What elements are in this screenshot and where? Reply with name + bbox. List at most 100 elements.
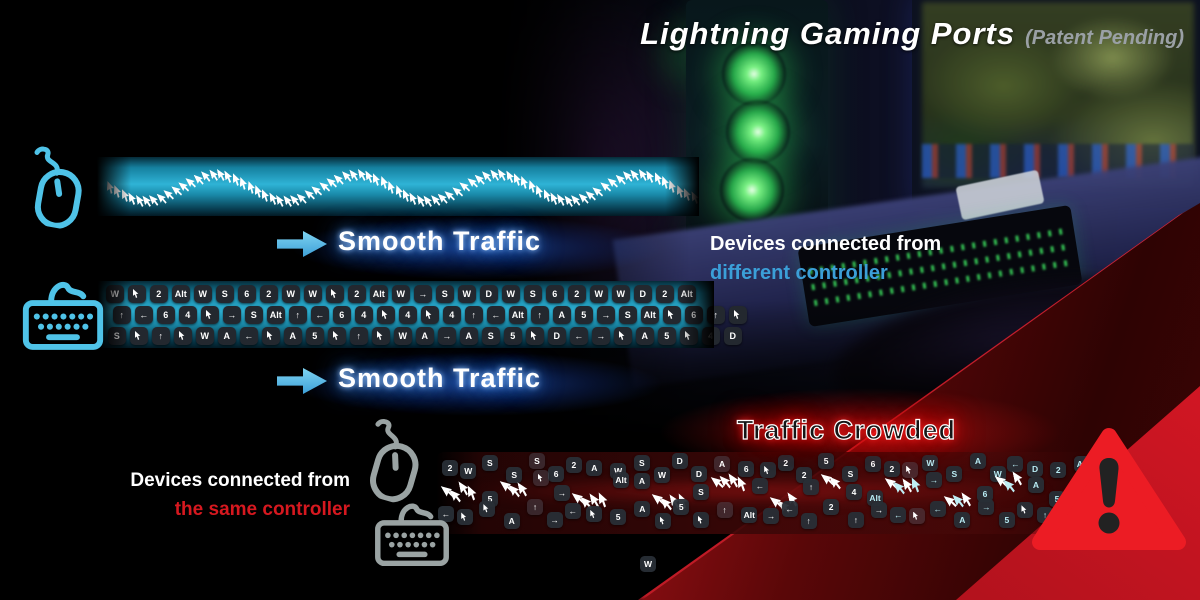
cursor-icon — [193, 170, 208, 187]
cursor-icon — [913, 511, 919, 520]
keycap-rows: W2AltWS62WW2AltW→SWDWS62WWD2Alt ↑←64→SAl… — [98, 285, 747, 348]
key-A: A — [416, 327, 434, 345]
mouse-icon — [34, 146, 82, 229]
key-D: D — [548, 327, 566, 345]
cursor-icon — [537, 473, 543, 482]
key-left: ← — [135, 306, 153, 324]
key-A: A — [284, 327, 302, 345]
key-W: W — [612, 285, 630, 303]
key-A: A — [460, 327, 478, 345]
key-W: W — [590, 285, 608, 303]
key-A: A — [634, 500, 651, 517]
key-4: 4 — [355, 306, 373, 324]
key-D: D — [634, 285, 652, 303]
key-cursor — [655, 512, 671, 529]
key-right: → — [592, 327, 610, 345]
key-left: ← — [570, 327, 588, 345]
cursor-icon — [733, 309, 740, 319]
key-W: W — [394, 327, 412, 345]
key-A: A — [1028, 476, 1044, 493]
cursor-icon — [326, 174, 341, 191]
key-6: 6 — [548, 465, 565, 482]
title-main: Lightning Gaming Ports — [640, 16, 1016, 51]
key-cursor — [130, 327, 148, 345]
key-6: 6 — [238, 285, 256, 303]
key-5: 5 — [673, 499, 690, 516]
key-5: 5 — [818, 453, 835, 470]
cursor-icon — [764, 465, 770, 475]
cursor-icon — [156, 189, 171, 206]
key-cursor — [456, 508, 473, 525]
key-2: 2 — [348, 285, 366, 303]
traffic-crowded-label: Traffic Crowded — [736, 414, 957, 445]
key-up: ↑ — [350, 327, 368, 345]
key-cursor — [663, 306, 681, 324]
key-up: ↑ — [465, 306, 483, 324]
key-6: 6 — [546, 285, 564, 303]
caption-line2: different controller — [710, 262, 888, 284]
smooth-traffic-label-1: Smooth Traffic — [338, 226, 542, 256]
key-5: 5 — [306, 327, 324, 345]
cursor-icon — [615, 170, 630, 187]
key-cursor — [526, 327, 544, 345]
key-4: 4 — [399, 306, 417, 324]
cursor-icon — [467, 174, 482, 191]
smooth-traffic-bar-mouse — [97, 157, 699, 216]
key-cursor — [262, 327, 280, 345]
key-up: ↑ — [716, 502, 733, 519]
key-D: D — [724, 327, 742, 345]
key-Alt: Alt — [613, 472, 629, 489]
key-2: 2 — [796, 466, 813, 483]
key-4: 4 — [443, 306, 461, 324]
key-right: → — [546, 511, 563, 528]
key-Alt: Alt — [641, 306, 659, 324]
key-right: → — [414, 285, 432, 303]
key-A: A — [586, 460, 603, 477]
key-6: 6 — [864, 456, 881, 473]
cursor-icon — [530, 330, 537, 340]
cursor-icon — [667, 309, 674, 319]
key-A: A — [636, 327, 654, 345]
smooth-traffic-bar-keyboard: W2AltWS62WW2AltW→SWDWS62WWD2Alt ↑←64→SAl… — [98, 281, 747, 348]
key-2: 2 — [568, 285, 586, 303]
key-cursor — [174, 327, 192, 345]
key-2: 2 — [656, 285, 674, 303]
key-W: W — [460, 462, 477, 479]
cursor-icon — [330, 288, 337, 298]
key-cursor — [377, 306, 395, 324]
cursor-icon — [332, 330, 339, 340]
title-suffix: (Patent Pending) — [1025, 27, 1184, 49]
key-W: W — [194, 285, 212, 303]
key-cursor — [328, 327, 346, 345]
key-right: → — [223, 306, 241, 324]
blue-glow — [292, 352, 662, 416]
key-up: ↑ — [526, 499, 543, 516]
key-S: S — [946, 466, 963, 483]
key-Alt: Alt — [867, 489, 883, 506]
key-5: 5 — [575, 306, 593, 324]
cursor-icon — [266, 330, 273, 340]
key-D: D — [480, 285, 498, 303]
key-cursor — [729, 306, 747, 324]
key-S: S — [245, 306, 263, 324]
key-A: A — [954, 512, 971, 529]
cursor-icon — [474, 170, 489, 187]
key-cursor — [614, 327, 632, 345]
key-Alt: Alt — [370, 285, 388, 303]
key-W: W — [458, 285, 476, 303]
key-6: 6 — [333, 306, 351, 324]
key-S: S — [524, 285, 542, 303]
key-2: 2 — [565, 456, 582, 473]
key-cursor — [201, 306, 219, 324]
key-cursor — [693, 511, 709, 528]
key-left: ← — [564, 502, 581, 519]
key-D: D — [691, 465, 707, 482]
key-left: ← — [752, 478, 768, 495]
key-5: 5 — [998, 512, 1015, 529]
key-cursor — [478, 500, 495, 517]
key-right: → — [438, 327, 456, 345]
key-up: ↑ — [531, 306, 549, 324]
key-W: W — [196, 327, 214, 345]
